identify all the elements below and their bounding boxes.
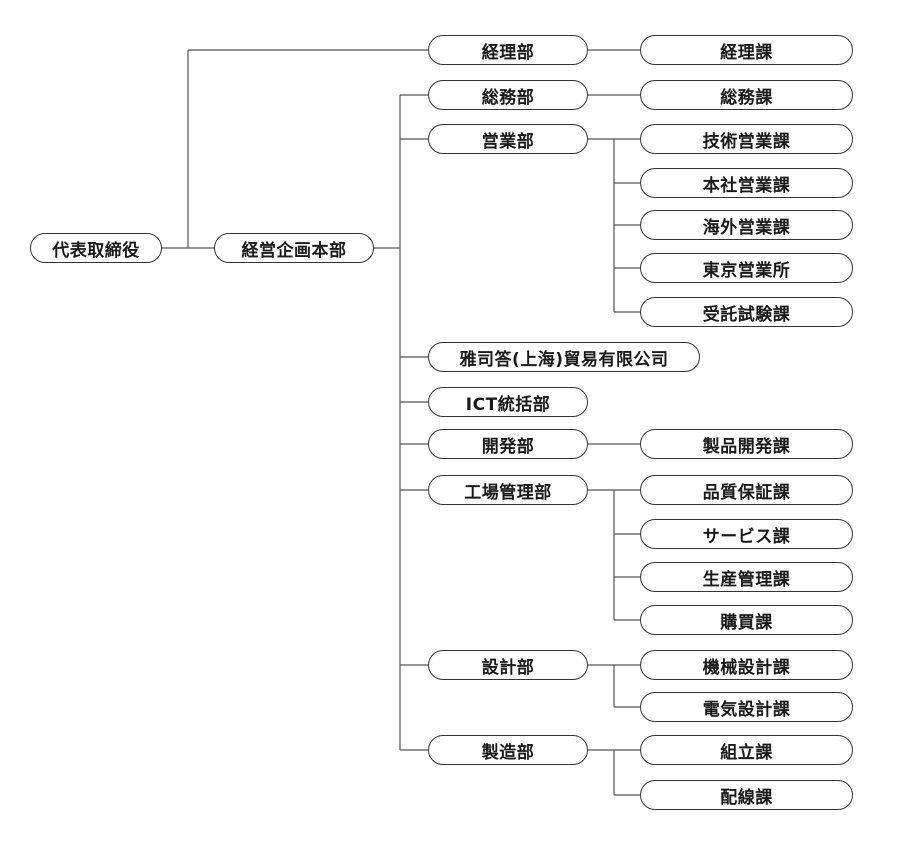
node-design-dept: 設計部 bbox=[428, 650, 588, 680]
node-assembly-section: 組立課 bbox=[640, 735, 853, 765]
node-production-management-section: 生産管理課 bbox=[640, 562, 853, 592]
node-general-affairs-dept: 総務部 bbox=[428, 80, 588, 110]
node-accounting-dept: 経理部 bbox=[428, 35, 588, 65]
node-purchasing-section: 購買課 bbox=[640, 605, 853, 635]
node-wiring-section: 配線課 bbox=[640, 780, 853, 810]
node-shanghai-subsidiary: 雅司答(上海)貿易有限公司 bbox=[428, 342, 700, 372]
node-development-dept: 開発部 bbox=[428, 429, 588, 459]
node-corporate-planning-hq: 経営企画本部 bbox=[214, 233, 374, 263]
node-accounting-section: 経理課 bbox=[640, 35, 853, 65]
node-head-office-sales-section: 本社営業課 bbox=[640, 168, 853, 198]
node-product-development-section: 製品開発課 bbox=[640, 429, 853, 459]
node-tokyo-sales-office: 東京営業所 bbox=[640, 253, 853, 283]
node-mechanical-design-section: 機械設計課 bbox=[640, 650, 853, 680]
node-general-affairs-section: 総務課 bbox=[640, 80, 853, 110]
node-ict-dept: ICT統括部 bbox=[428, 387, 588, 417]
node-service-section: サービス課 bbox=[640, 519, 853, 549]
node-ceo: 代表取締役 bbox=[30, 233, 162, 263]
node-sales-dept: 営業部 bbox=[428, 124, 588, 154]
node-electrical-design-section: 電気設計課 bbox=[640, 692, 853, 722]
node-technical-sales-section: 技術営業課 bbox=[640, 124, 853, 154]
node-manufacturing-dept: 製造部 bbox=[428, 735, 588, 765]
node-overseas-sales-section: 海外営業課 bbox=[640, 210, 853, 240]
node-factory-management-dept: 工場管理部 bbox=[428, 475, 588, 505]
node-quality-assurance-section: 品質保証課 bbox=[640, 475, 853, 505]
node-contract-testing-section: 受託試験課 bbox=[640, 297, 853, 327]
